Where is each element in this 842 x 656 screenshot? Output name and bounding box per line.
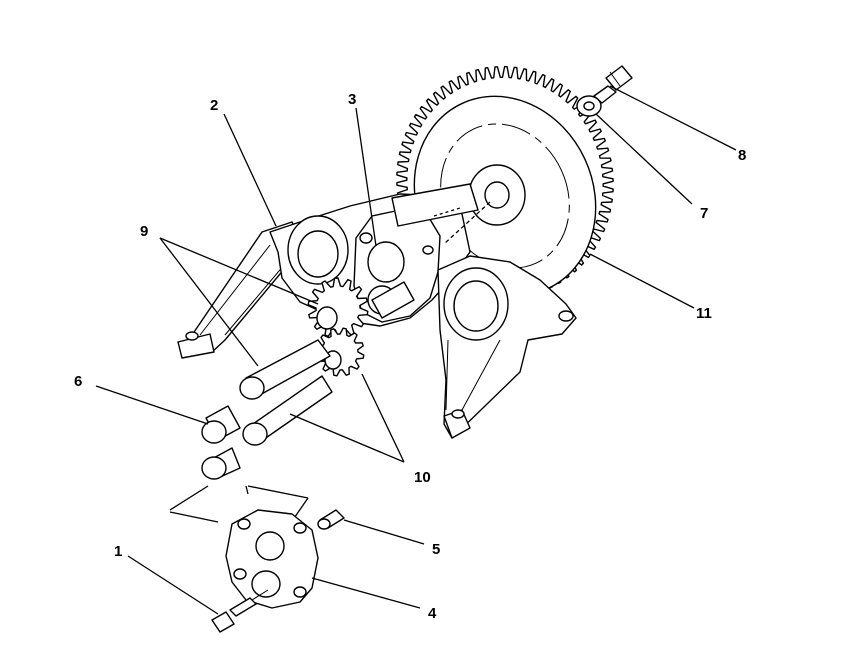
- callout-9: 9: [140, 223, 148, 240]
- callout-2: 2: [210, 97, 218, 114]
- washer-part-7: [576, 95, 602, 117]
- callout-5: 5: [432, 541, 440, 558]
- callout-labels: 1 2 3 4 5 6 7 8 9 10 11: [74, 91, 746, 622]
- dowel-pin-part-5: [317, 509, 345, 530]
- leader-lines: [95, 85, 737, 615]
- callout-7: 7: [700, 205, 708, 222]
- drive-gear-part-9: [307, 277, 369, 377]
- callout-4: 4: [428, 605, 437, 622]
- callout-10: 10: [414, 469, 431, 486]
- gasket: [169, 485, 309, 525]
- bushings-part-6: [201, 405, 241, 480]
- shafts-part-10: [239, 281, 415, 446]
- callout-3: 3: [348, 91, 356, 108]
- callout-1: 1: [114, 543, 122, 560]
- callout-6: 6: [74, 373, 82, 390]
- bolt-part-1: [211, 589, 269, 633]
- bolt-part-8: [593, 65, 633, 104]
- callout-8: 8: [738, 147, 746, 164]
- pump-cover-part-4: [225, 509, 319, 609]
- callout-11: 11: [696, 305, 712, 322]
- pump-housing-part-2: [177, 183, 577, 439]
